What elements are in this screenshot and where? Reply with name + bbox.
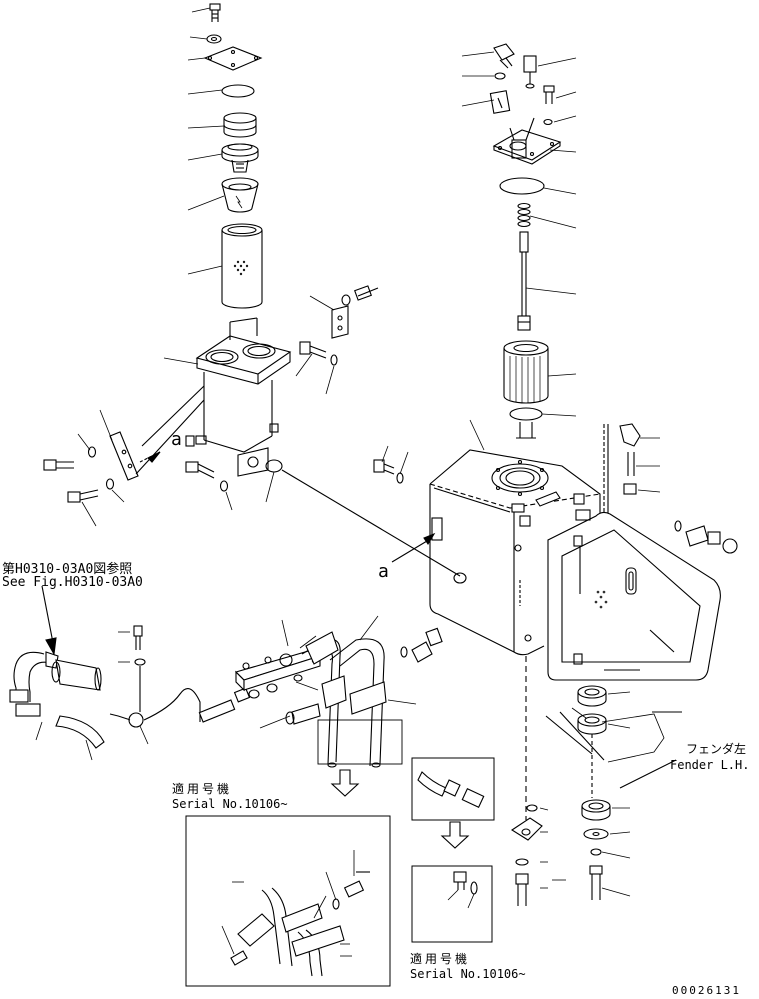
- hydraulic-tank: [373, 419, 661, 656]
- view-mark-a: a: [378, 561, 389, 582]
- valve-part: [221, 143, 259, 173]
- bolt-part: [43, 459, 74, 471]
- bracket-part: [109, 431, 139, 481]
- bolt-part: [299, 341, 338, 366]
- drain-block-part: [510, 817, 543, 906]
- bolt-part: [341, 285, 379, 306]
- clamp-part: [109, 625, 201, 728]
- view-mark-a: a: [171, 429, 182, 450]
- washer-part: [543, 118, 553, 126]
- bolt-part: [67, 489, 99, 503]
- filter-stack-right: [461, 43, 577, 439]
- drawing-number: 00026131: [672, 984, 741, 997]
- reference-note-jp: 第H0310-03A0図参照: [2, 562, 133, 577]
- washer-part: [105, 478, 115, 490]
- strainer-cup-part: [221, 177, 259, 213]
- washer-part: [396, 472, 404, 484]
- inset-serial-2: [411, 757, 495, 943]
- washer-part: [206, 34, 222, 44]
- fender-note-en: Fender L.H.: [670, 758, 750, 772]
- elbow-fitting-part: [619, 423, 641, 495]
- breather-part: [489, 90, 511, 114]
- filter-element-part: [503, 340, 549, 404]
- mount-plate: [547, 509, 721, 681]
- bolt-part: [185, 435, 195, 447]
- manifold-part: [234, 649, 322, 699]
- serial-note-jp: 適用号機: [410, 952, 471, 966]
- bolt-part: [543, 85, 555, 104]
- filter-element-part: [221, 223, 263, 309]
- bolt-part: [373, 459, 395, 475]
- filter-case-part: [195, 317, 292, 477]
- serial-note-jp: 適用号機: [172, 782, 233, 796]
- bolt-part: [400, 627, 443, 663]
- o-ring-part: [221, 84, 255, 98]
- washer-part: [219, 480, 229, 492]
- bolt-part: [185, 461, 215, 479]
- cover-part: [492, 117, 562, 165]
- plug-part: [453, 871, 478, 895]
- inset-serial-1: [185, 815, 391, 987]
- rod-part: [517, 231, 531, 331]
- cover-plate-part: [203, 46, 263, 71]
- serial-note-en: Serial No.10106~: [172, 797, 288, 811]
- fender-note-jp: フェンダ左: [686, 742, 747, 756]
- bolt-part: [209, 3, 221, 22]
- gasket-part: [509, 407, 543, 421]
- o-ring-part: [494, 72, 506, 80]
- filter-stack-left: [43, 3, 461, 577]
- reference-note-en: See Fig.H0310-03A0: [2, 575, 143, 590]
- o-ring-part: [499, 177, 545, 195]
- hose-assembly: [9, 585, 443, 797]
- o-ring-part: [526, 804, 538, 812]
- bracket-part: [331, 305, 349, 339]
- spring-part: [223, 112, 257, 138]
- plug-part: [523, 55, 537, 89]
- spring-part: [517, 202, 531, 228]
- serial-note-en: Serial No.10106~: [410, 967, 526, 981]
- bolt-part: [674, 520, 738, 554]
- sensor-plug-part: [493, 43, 515, 69]
- rubber-mount-set: [545, 669, 682, 900]
- washer-part: [87, 446, 97, 458]
